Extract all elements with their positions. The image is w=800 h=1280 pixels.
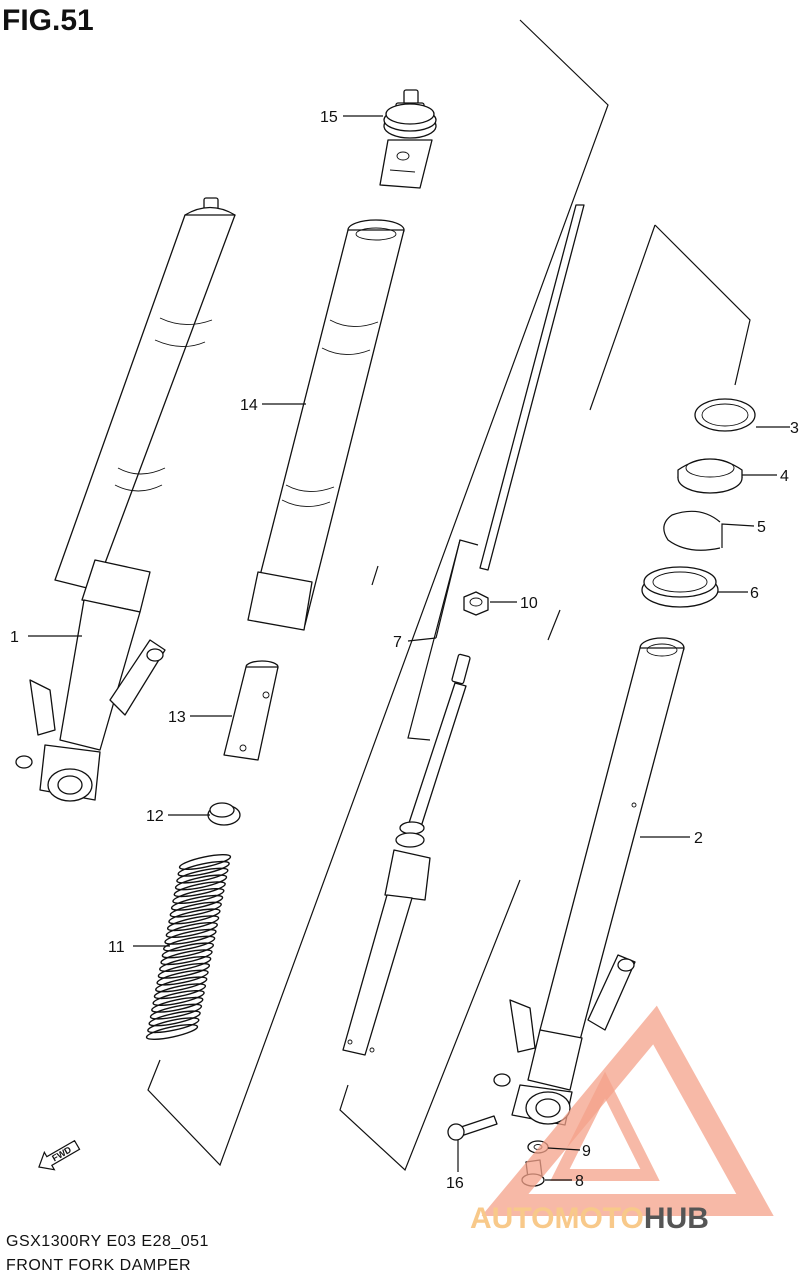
spring-coil: [173, 881, 226, 898]
callout-2: 2: [694, 830, 703, 847]
spring-coil: [174, 874, 228, 891]
spring-coil: [168, 908, 221, 925]
oil-seal-stopper-ring: [677, 458, 743, 494]
callout-14: 14: [240, 397, 258, 414]
watermark-logo: [481, 1005, 774, 1216]
watermark-hub: HUB: [644, 1202, 709, 1235]
spring-coil: [160, 949, 213, 966]
spring-coil: [152, 990, 205, 1006]
callout-16: 16: [446, 1175, 464, 1192]
watermark-text: AUTOMOTOHUB: [470, 1202, 709, 1235]
watermark-automoto: AUTOMOTO: [470, 1202, 644, 1235]
spring-coil: [151, 996, 204, 1013]
assembly-outline-left: [147, 19, 609, 1167]
inner-tube: [247, 219, 405, 631]
callout-5: 5: [757, 519, 766, 536]
callout-10: 10: [520, 595, 538, 612]
callout-15: 15: [320, 109, 338, 126]
circlip: [663, 510, 721, 551]
front-fork-assembly: [15, 197, 236, 802]
spring-coil: [156, 969, 209, 986]
callout-8: 8: [575, 1173, 584, 1190]
spring-coil: [147, 1017, 200, 1034]
model-code: GSX1300RY E03 E28_051: [6, 1233, 209, 1250]
axle-pinch-bolt: [447, 1115, 498, 1141]
fork-spring: [145, 854, 232, 1040]
damper-rod: [407, 204, 585, 741]
callout-6: 6: [750, 585, 759, 602]
spring-guide: [207, 802, 241, 826]
leader-lines: [28, 115, 790, 1181]
spring-coil: [161, 942, 214, 959]
callout-1: 1: [10, 629, 19, 646]
spring-coil: [149, 1003, 203, 1020]
figure-title: FIG.51: [2, 4, 94, 37]
callout-labels: 1 2 3 4 5 6 7 8 9 10 11 12 13 14 15 16: [10, 109, 799, 1192]
spring-coil: [177, 860, 230, 877]
callout-4: 4: [780, 468, 789, 485]
oil-seal: [641, 566, 719, 608]
callout-7: 7: [393, 634, 402, 651]
spring-coil: [165, 922, 218, 938]
dust-seal: [694, 398, 756, 432]
spring-coil: [178, 854, 232, 870]
damper-cartridge: [342, 653, 471, 1056]
callout-3: 3: [790, 420, 799, 437]
spring-coil: [153, 983, 207, 1000]
callout-11: 11: [108, 939, 125, 956]
svg-text:AUTOMOTOHUB: AUTOMOTOHUB: [470, 1202, 709, 1235]
lock-nut: [463, 591, 489, 616]
spring-coil: [176, 867, 229, 884]
fork-cap-bolt: [379, 89, 437, 189]
spring-coil: [145, 1024, 199, 1040]
spring-coil: [172, 888, 225, 904]
fwd-direction-marker: FWD: [38, 1139, 81, 1171]
callout-13: 13: [168, 709, 186, 726]
spring-coil: [169, 901, 222, 918]
spring-coil: [155, 976, 208, 993]
spring-coil: [170, 894, 224, 911]
spring-coil: [164, 928, 217, 945]
spring-coil: [157, 962, 211, 979]
diagram-caption: FRONT FORK DAMPER: [6, 1257, 191, 1274]
assembly-outline-right: [339, 224, 751, 1172]
spring-coil: [159, 956, 212, 972]
spacer-tube: [223, 660, 279, 761]
outer-tube: [493, 637, 685, 1126]
spring-coil: [148, 1010, 201, 1027]
spring-coil: [163, 935, 216, 952]
spring-coil: [166, 915, 220, 932]
callout-9: 9: [582, 1143, 591, 1160]
callout-12: 12: [146, 808, 164, 825]
